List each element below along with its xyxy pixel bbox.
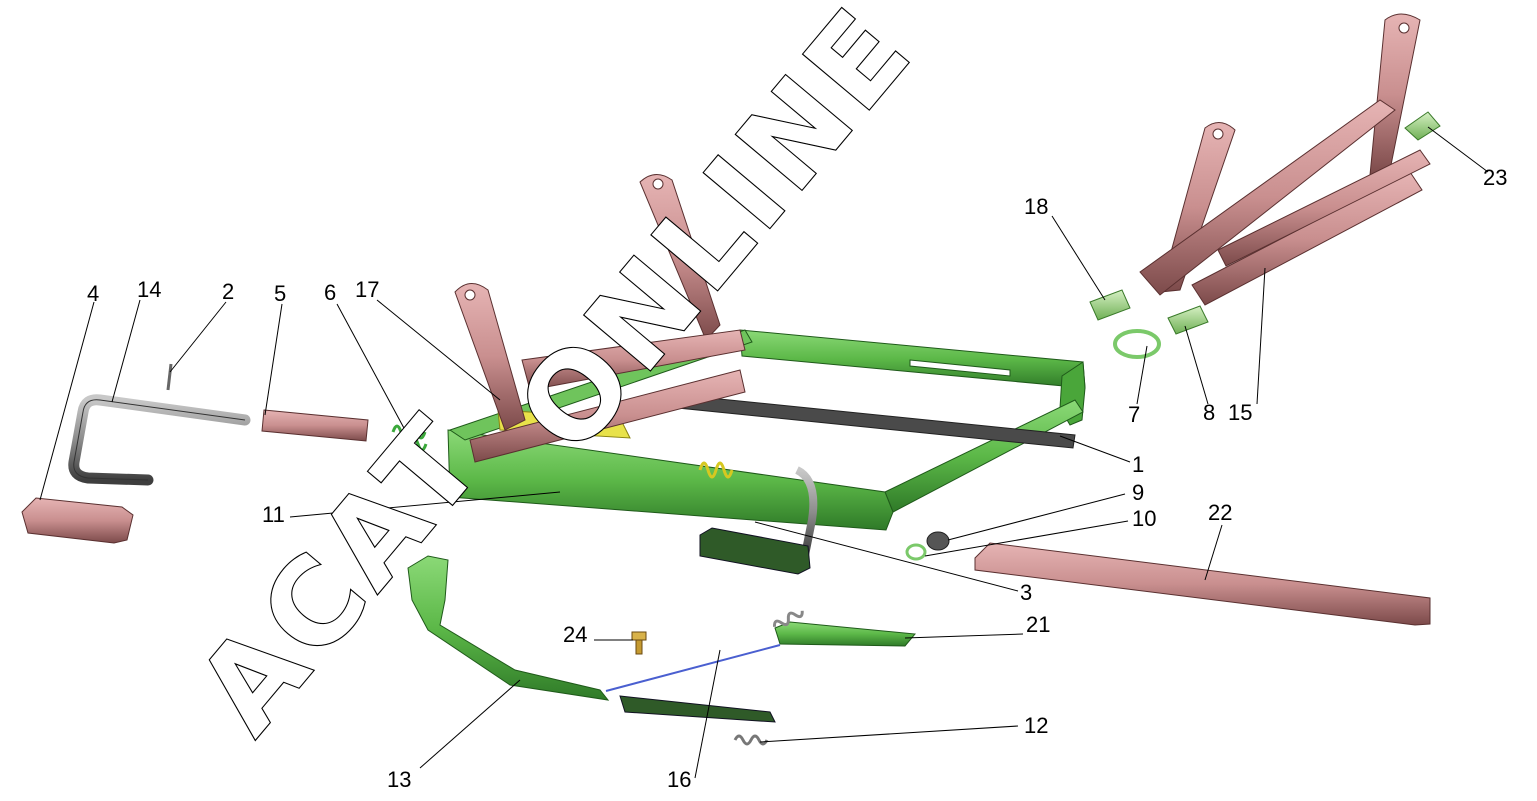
- leader-14: [111, 299, 141, 403]
- part-10-washer: [905, 543, 927, 561]
- leader-8: [1184, 325, 1209, 405]
- leader-6: [336, 303, 406, 431]
- callout-10: 10: [1132, 506, 1156, 531]
- part-7-circlip: [1113, 329, 1161, 359]
- part-central-arm-assembly: [454, 174, 746, 463]
- part-24-bolt: [631, 631, 647, 655]
- callout-6: 6: [324, 280, 336, 305]
- part-8-bushing: [1167, 305, 1209, 335]
- callout-14: 14: [137, 277, 161, 302]
- callout-12: 12: [1024, 713, 1048, 738]
- leader-23: [1427, 126, 1489, 173]
- watermark-line-1: ACAT: [171, 390, 511, 758]
- part-13-lower-lever: [407, 555, 776, 723]
- part-23-pin: [1404, 111, 1441, 141]
- leader-2: [169, 301, 227, 373]
- callout-13: 13: [387, 767, 411, 792]
- callout-1: 1: [1132, 452, 1144, 477]
- callout-24: 24: [563, 622, 587, 647]
- callout-5: 5: [274, 281, 286, 306]
- part-21-plate: [773, 610, 916, 647]
- part-9-bushing: [926, 531, 950, 551]
- leader-1: [1059, 435, 1131, 463]
- part-22-slide-rail: [974, 542, 1431, 626]
- part-5-tube: [261, 409, 369, 442]
- leader-15: [1256, 267, 1266, 405]
- leader-13: [419, 679, 521, 769]
- part-2-pin: [166, 363, 173, 391]
- callout-2: 2: [222, 279, 234, 304]
- leader-22: [1204, 524, 1223, 581]
- leader-16: [694, 649, 721, 779]
- leader-lines: [39, 126, 1489, 779]
- callout-23: 23: [1483, 165, 1507, 190]
- leader-4: [39, 301, 95, 501]
- leader-9: [947, 493, 1126, 541]
- leader-11: [289, 491, 561, 518]
- leader-12: [759, 725, 1019, 743]
- callout-4: 4: [87, 281, 99, 306]
- leader-18: [1051, 215, 1106, 301]
- leader-7: [1136, 345, 1148, 405]
- callout-21: 21: [1026, 612, 1050, 637]
- part-14-crank-handle: [68, 394, 251, 486]
- part-15-upper-arm-assembly: [1139, 13, 1431, 306]
- callout-8: 8: [1203, 400, 1215, 425]
- part-12-spring: [733, 734, 769, 746]
- part-18-pin: [1089, 289, 1131, 321]
- callout-22: 22: [1208, 500, 1232, 525]
- part-1-seat-frame: [447, 329, 1086, 531]
- callout-15: 15: [1228, 400, 1252, 425]
- callout-16: 16: [667, 767, 691, 792]
- callout-labels: 4 14 2 5 6 17 18 23 7 8 15 1 9 10 22 11 …: [87, 165, 1507, 792]
- part-16-cable: [605, 644, 781, 692]
- callout-9: 9: [1132, 480, 1144, 505]
- part-3-lever-handle: [699, 466, 818, 575]
- part-6-spring: [391, 424, 428, 452]
- callout-11: 11: [262, 502, 285, 527]
- part-11-spring-center: [698, 461, 734, 479]
- leader-10: [924, 520, 1129, 557]
- leader-3: [754, 521, 1019, 592]
- callout-3: 3: [1020, 580, 1032, 605]
- callout-17: 17: [355, 277, 379, 302]
- leader-17: [376, 299, 501, 401]
- callout-18: 18: [1024, 194, 1048, 219]
- part-4-handle-grip: [21, 497, 134, 544]
- callout-7: 7: [1128, 402, 1140, 427]
- leader-5: [264, 303, 283, 416]
- leader-21: [904, 633, 1024, 639]
